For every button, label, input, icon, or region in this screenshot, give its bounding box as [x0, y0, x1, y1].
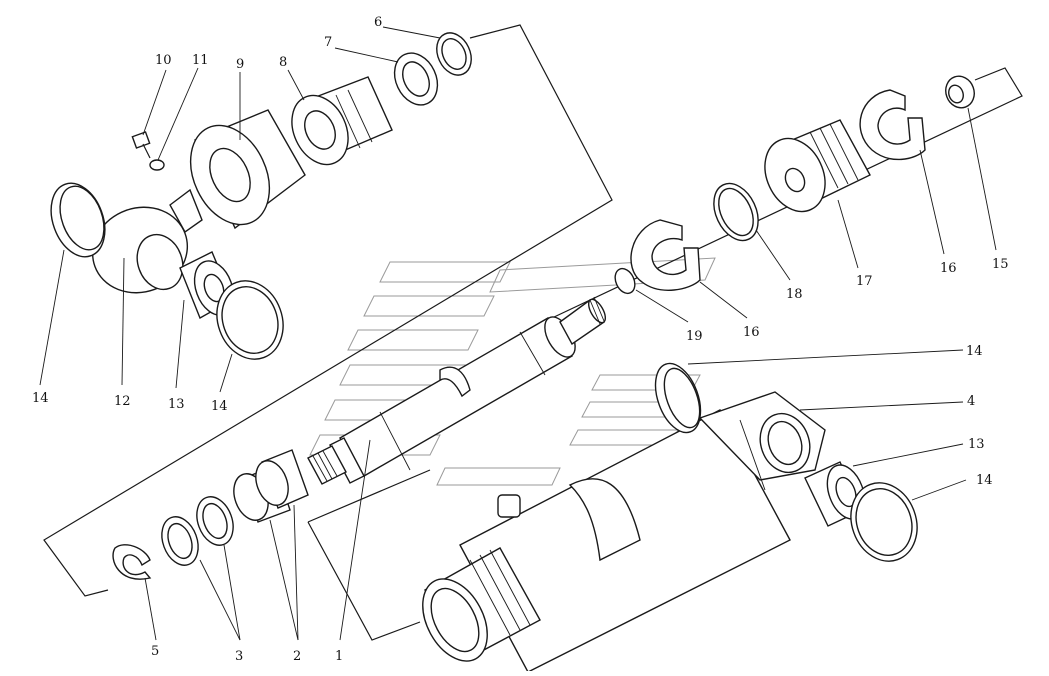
part-9-nut [189, 109, 306, 230]
label-3: 3 [235, 649, 243, 664]
label-7: 7 [324, 35, 332, 50]
part-18-ring [713, 182, 759, 242]
label-9: 9 [236, 57, 244, 72]
label-16-mid: 16 [743, 325, 760, 340]
part-3-rings [161, 496, 234, 566]
parts-6-7-8-rings-and-gland [291, 32, 472, 166]
label-14-lower-right: 14 [976, 473, 993, 488]
label-5: 5 [151, 644, 159, 659]
parts-10-11-bolt-washer [131, 131, 165, 171]
part-1-piston-rod [307, 296, 607, 485]
label-14-mid: 14 [211, 399, 228, 414]
label-19: 19 [686, 329, 703, 344]
part-4-cylinder-body [422, 391, 826, 673]
leader-lines [39, 26, 997, 641]
label-17: 17 [856, 274, 873, 289]
part-17-piston [764, 119, 871, 213]
part-2-split-bushings [233, 449, 309, 523]
part-15-nut [945, 75, 975, 109]
label-6: 6 [374, 15, 382, 30]
label-18: 18 [786, 287, 803, 302]
part-12-rod-eye [91, 188, 203, 294]
label-13-right: 13 [968, 437, 985, 452]
label-15: 15 [992, 257, 1009, 272]
label-11: 11 [192, 53, 209, 68]
label-1: 1 [335, 649, 343, 664]
label-13-left: 13 [168, 397, 185, 412]
part-5-snap-ring [112, 544, 152, 580]
label-2: 2 [293, 649, 301, 664]
part-14-snap-rings [50, 182, 918, 562]
label-16-right: 16 [940, 261, 957, 276]
label-12: 12 [114, 394, 131, 409]
label-14-left: 14 [32, 391, 49, 406]
callout-labels: 1 2 3 4 5 6 7 8 9 10 11 12 13 13 14 14 1… [32, 15, 1009, 664]
label-10: 10 [155, 53, 172, 68]
part-19-o-ring [614, 267, 636, 295]
label-8: 8 [279, 55, 287, 70]
part-16-split-rings [630, 89, 926, 291]
label-14-upper-right: 14 [966, 344, 983, 359]
label-4: 4 [967, 394, 975, 409]
